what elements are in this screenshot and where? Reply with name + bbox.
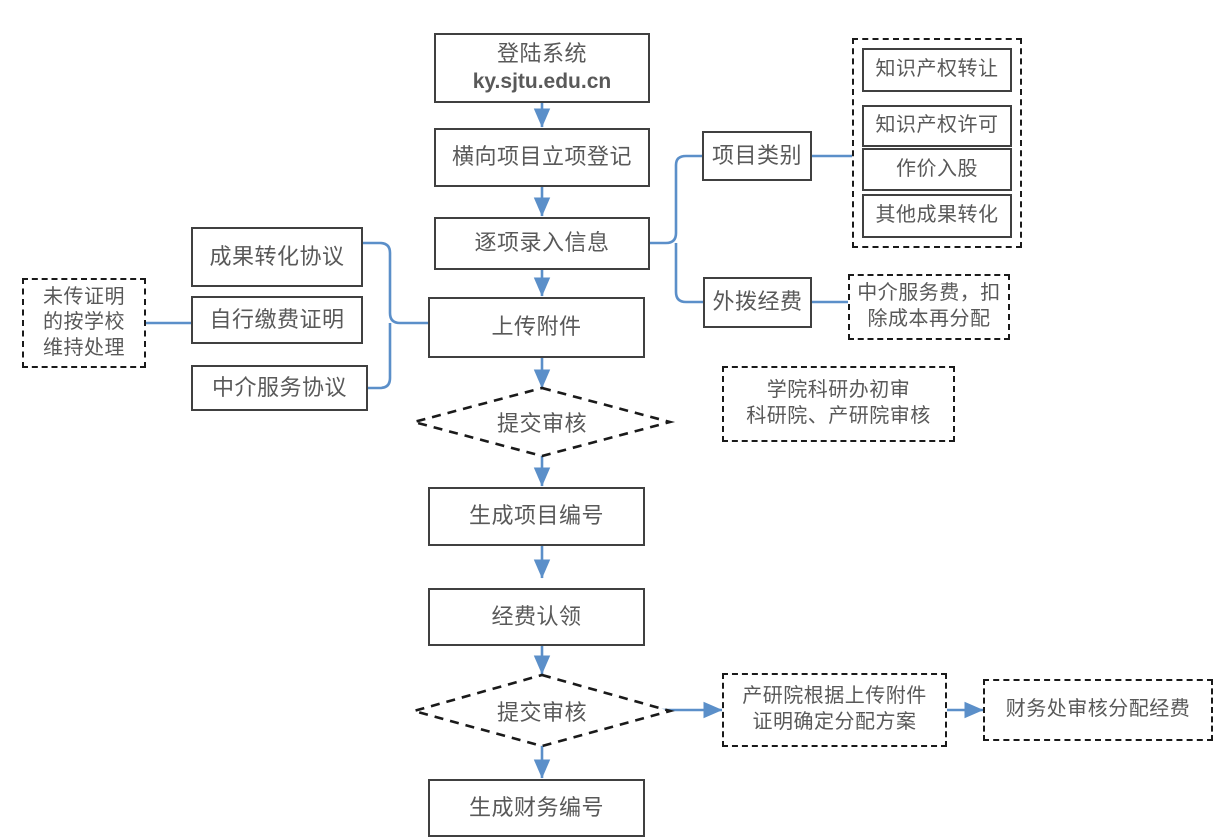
note-outbound-fund-rule: 中介服务费，扣 除成本再分配 bbox=[848, 274, 1010, 340]
note-review-departments: 学院科研办初审 科研院、产研院审核 bbox=[722, 366, 955, 442]
node-category-ip-license[interactable]: 知识产权许可 bbox=[862, 105, 1012, 147]
node-project-category[interactable]: 项目类别 bbox=[702, 131, 812, 181]
node-upload-attachment[interactable]: 上传附件 bbox=[428, 297, 645, 358]
node-generate-project-number[interactable]: 生成项目编号 bbox=[428, 487, 645, 546]
node-attachment-agency-agreement[interactable]: 中介服务协议 bbox=[191, 365, 368, 411]
node-category-other-transfer[interactable]: 其他成果转化 bbox=[862, 194, 1012, 238]
node-project-registration[interactable]: 横向项目立项登记 bbox=[434, 128, 650, 187]
node-category-equity-valuation[interactable]: 作价入股 bbox=[862, 148, 1012, 191]
node-outbound-fund[interactable]: 外拨经费 bbox=[703, 277, 812, 328]
node-fund-claim[interactable]: 经费认领 bbox=[428, 588, 645, 646]
edge-attachments-bracket-lower bbox=[368, 323, 392, 390]
login-url: ky.sjtu.edu.cn bbox=[472, 69, 612, 93]
edge-enterinfo-branch-bracket bbox=[650, 154, 702, 245]
node-enter-info[interactable]: 逐项录入信息 bbox=[434, 217, 650, 270]
note-finance-review: 财务处审核分配经费 bbox=[983, 679, 1213, 741]
node-login-system[interactable]: 登陆系统 ky.sjtu.edu.cn bbox=[434, 33, 650, 103]
note-allocation-plan: 产研院根据上传附件 证明确定分配方案 bbox=[722, 673, 947, 747]
node-category-ip-transfer[interactable]: 知识产权转让 bbox=[862, 48, 1012, 92]
node-attachment-transfer-agreement[interactable]: 成果转化协议 bbox=[191, 227, 363, 287]
decision-submit-review-1-hit[interactable] bbox=[414, 388, 670, 456]
node-generate-finance-number[interactable]: 生成财务编号 bbox=[428, 779, 645, 837]
note-missing-certificate: 未传证明 的按学校 维持处理 bbox=[22, 278, 146, 368]
edge-attachments-bracket bbox=[363, 241, 428, 325]
node-attachment-selfpay-certificate[interactable]: 自行缴费证明 bbox=[191, 296, 363, 344]
edge-enterinfo-branch-bracket-lower bbox=[674, 243, 703, 304]
login-title: 登陆系统 bbox=[496, 41, 587, 67]
decision-submit-review-2-hit[interactable] bbox=[414, 675, 670, 746]
